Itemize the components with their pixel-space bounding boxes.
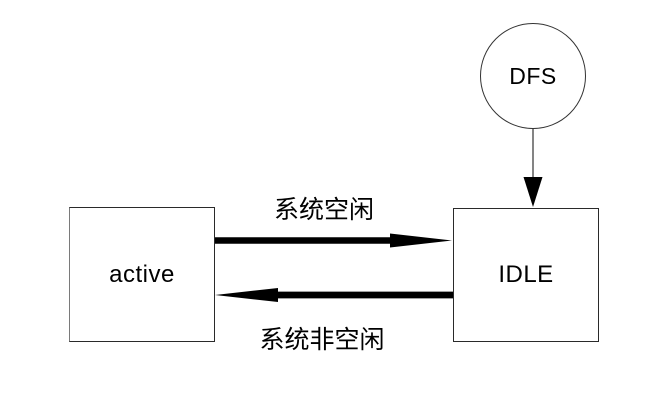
arrow-idle-to-active: [215, 288, 453, 302]
edge-label-system-busy: 系统非空闲: [259, 326, 385, 354]
node-idle-label: IDLE: [498, 261, 554, 288]
arrow-dfs-to-idle: [523, 129, 543, 207]
node-active-label: active: [109, 260, 175, 288]
arrow-active-to-idle: [215, 233, 452, 248]
node-active: active: [69, 207, 215, 342]
edge-label-system-idle: 系统空闲: [273, 196, 374, 224]
node-dfs-label: DFS: [509, 62, 557, 89]
node-idle: IDLE: [453, 208, 599, 342]
node-dfs: DFS: [480, 23, 586, 129]
